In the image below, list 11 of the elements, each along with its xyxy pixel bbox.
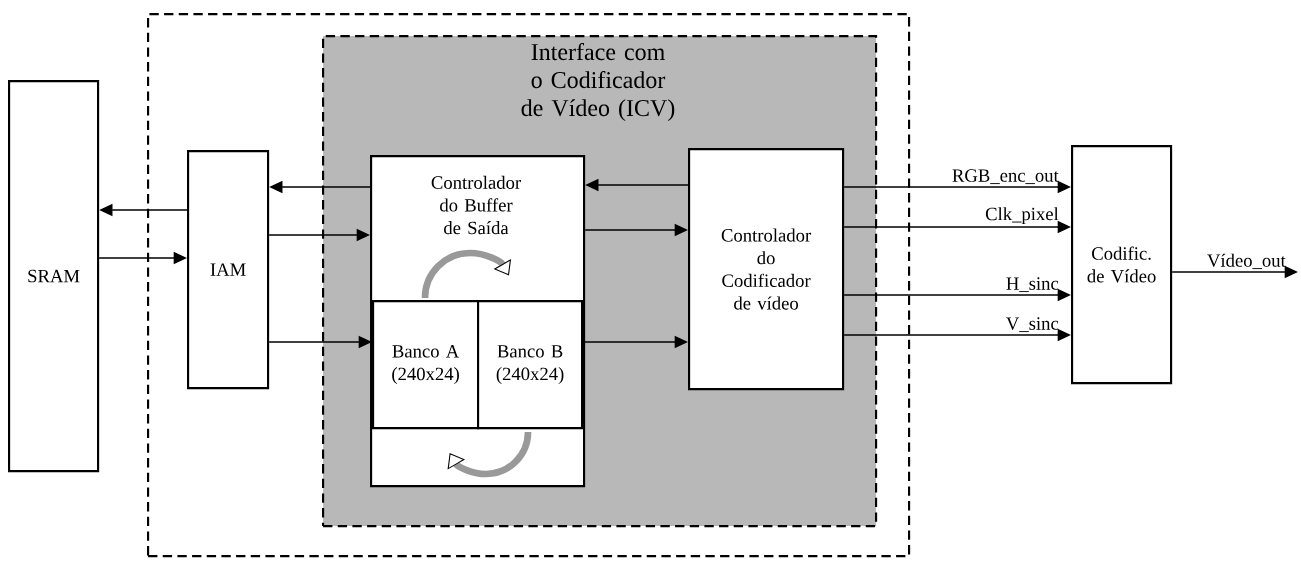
interface-box: IAM [187, 150, 270, 390]
memory-box: SRAM [8, 80, 100, 473]
signal-label: Clk_pixel [985, 207, 1059, 225]
signal-label: RGB_enc_out [952, 169, 1059, 185]
bank-box: Banco A (240x24) [372, 300, 480, 430]
bank-box: Banco B (240x24) [477, 300, 584, 430]
signal-label: H_sinc [1006, 277, 1059, 293]
controller-box: Controlador do Codificador de vídeo [688, 148, 845, 391]
encoder-box: Codific. de Vídeo [1071, 145, 1173, 385]
signal-label: Vídeo_out [1207, 253, 1286, 270]
signal-label: V_sinc [1006, 317, 1059, 333]
